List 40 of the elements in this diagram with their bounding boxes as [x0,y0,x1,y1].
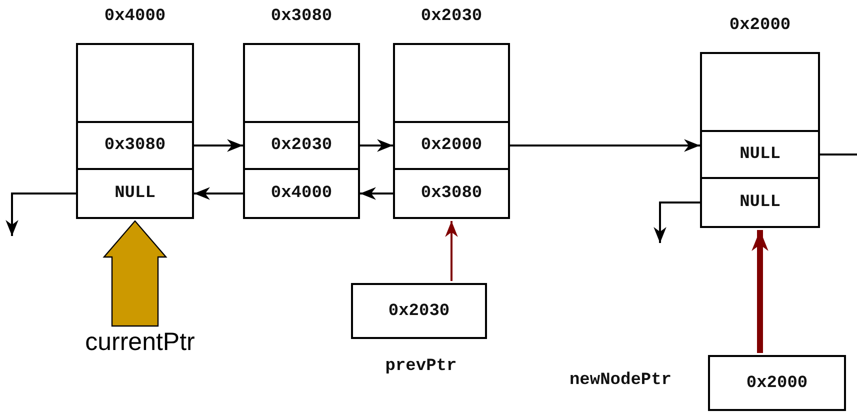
data-field [76,43,194,123]
node-address: 0x2000 [728,16,792,35]
variable-name: newNodePtr [568,371,673,390]
arrow [752,230,768,353]
pointer-value: NULL [114,184,156,203]
arrow [360,187,393,200]
arrow [360,139,393,152]
pointer-value: 0x2000 [420,136,482,155]
pointer-value: 0x2030 [270,136,332,155]
pointer-field [76,168,194,219]
data-field [393,43,510,123]
pointer-value: 0x2000 [746,374,808,392]
node-address: 0x3080 [270,7,334,26]
pointer-field [700,177,820,228]
arrow [194,139,243,152]
arrow [194,187,243,200]
pointer-value: 0x3080 [104,136,166,155]
pointer-field [243,121,360,170]
block-arrow [102,220,168,327]
pointer-field [243,168,360,219]
node-address: 0x4000 [103,7,167,26]
pointer-value: NULL [740,193,780,212]
pointer-field [393,168,510,219]
arrow [510,139,700,152]
data-field [243,43,360,123]
arrow [445,221,458,281]
pointer-field [700,130,820,179]
pointer-value: 0x2030 [388,302,450,320]
pointer-value: 0x4000 [270,184,332,203]
data-field [700,52,820,132]
arrow [6,192,76,236]
node-address: 0x2030 [420,7,484,26]
pointer-field [76,121,194,170]
pointer-value: 0x3080 [420,184,482,203]
variable-name: currentPtr [70,328,210,364]
variable-name: prevPtr [384,357,458,376]
connector-line [820,154,857,156]
arrow [654,202,700,243]
pointer-field [393,121,510,170]
pointer-value: NULL [740,145,780,164]
